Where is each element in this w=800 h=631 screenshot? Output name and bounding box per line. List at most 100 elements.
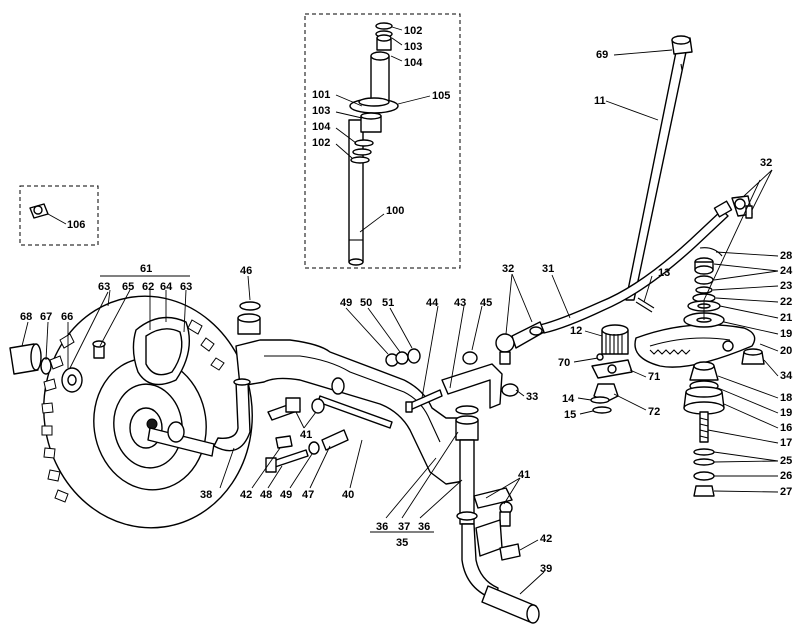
- label-40: 40: [342, 489, 354, 501]
- label-49: 49: [340, 297, 352, 309]
- washer-25-lower: [693, 458, 715, 466]
- label-27: 27: [780, 486, 792, 498]
- label-63: 63: [98, 281, 110, 293]
- washer-14: [590, 396, 610, 404]
- sector-plate-20: [634, 323, 756, 368]
- nut-27: [693, 485, 715, 497]
- label-21: 21: [780, 312, 792, 324]
- spindle-38: [213, 381, 251, 452]
- label-45: 45: [480, 297, 492, 309]
- label-36: 36: [376, 521, 388, 533]
- label-69: 69: [596, 49, 608, 61]
- washer-25-upper: [693, 448, 715, 456]
- axle-pivot-hole: [331, 377, 345, 395]
- pinion-teeth: [605, 334, 623, 354]
- steering-column: 69 11: [594, 35, 693, 301]
- label-72: 72: [648, 406, 660, 418]
- label-19: 19: [780, 407, 792, 419]
- label-15: 15: [564, 409, 576, 421]
- bolt-17: [699, 411, 709, 443]
- label-22: 22: [780, 296, 792, 308]
- label-102: 102: [404, 25, 422, 37]
- label-104: 104: [404, 57, 423, 69]
- label-41: 41: [300, 429, 312, 441]
- label-20: 20: [780, 345, 792, 357]
- washer-49-lower: [308, 441, 320, 455]
- label-100: 100: [386, 205, 404, 217]
- label-65: 65: [122, 281, 134, 293]
- label-103: 103: [312, 105, 330, 117]
- label-103: 103: [404, 41, 422, 53]
- label-26: 26: [780, 470, 792, 482]
- label-47: 47: [302, 489, 314, 501]
- label-42: 42: [240, 489, 252, 501]
- label-25: 25: [780, 455, 792, 467]
- tire-tread: [41, 319, 225, 503]
- label-17: 17: [780, 437, 792, 449]
- label-38: 38: [200, 489, 212, 501]
- label-35: 35: [396, 537, 408, 549]
- steering-column-detail: 102 103 104 105 101 103 104 102 100: [304, 13, 461, 269]
- label-19: 19: [780, 328, 792, 340]
- ball-joint-32-lower: [495, 333, 515, 353]
- nut-42-right: [499, 543, 521, 561]
- label-18: 18: [780, 392, 792, 404]
- spindle-39: [461, 523, 499, 601]
- cotter-pin-28: [699, 247, 723, 257]
- label-44: 44: [426, 297, 439, 309]
- label-67: 67: [40, 311, 52, 323]
- steering-arm-right: [473, 487, 513, 509]
- clip-67: [40, 357, 52, 375]
- nut-24-lower: [694, 275, 714, 285]
- label-34: 34: [780, 370, 793, 382]
- label-23: 23: [780, 280, 792, 292]
- label-41: 41: [518, 469, 530, 481]
- label-105: 105: [432, 90, 450, 102]
- label-37: 37: [398, 521, 410, 533]
- label-51: 51: [382, 297, 394, 309]
- label-12: 12: [570, 325, 582, 337]
- label-32: 32: [760, 157, 772, 169]
- washer-26: [693, 471, 715, 481]
- fitting-detail: 106: [19, 185, 99, 246]
- label-63: 63: [180, 281, 192, 293]
- label-61: 61: [140, 263, 152, 275]
- label-49: 49: [280, 489, 292, 501]
- label-39: 39: [540, 563, 552, 575]
- label-66: 66: [61, 311, 73, 323]
- label-48: 48: [260, 489, 272, 501]
- drag-link: 32 32 31: [495, 157, 773, 365]
- nut-45: [462, 351, 478, 365]
- drag-link-31: [539, 209, 729, 334]
- detail-box-fitting: [19, 185, 99, 246]
- pin-70: [596, 353, 604, 361]
- bracket-43: [441, 363, 503, 409]
- label-31: 31: [542, 263, 554, 275]
- axle-stub: [147, 427, 215, 457]
- label-50: 50: [360, 297, 372, 309]
- label-13: 13: [658, 267, 670, 279]
- label-101: 101: [312, 89, 330, 101]
- label-14: 14: [562, 393, 575, 405]
- label-62: 62: [142, 281, 154, 293]
- label-36: 36: [418, 521, 430, 533]
- label-32: 32: [502, 263, 514, 275]
- label-43: 43: [454, 297, 466, 309]
- front-axle: 33: [200, 265, 552, 624]
- label-46: 46: [240, 265, 252, 277]
- label-16: 16: [780, 422, 792, 434]
- label-33: 33: [526, 391, 538, 403]
- tie-rod-47: [321, 429, 349, 451]
- label-106: 106: [67, 219, 85, 231]
- washer-15: [592, 406, 612, 414]
- label-71: 71: [648, 371, 660, 383]
- nut-51: [407, 348, 421, 364]
- label-102: 102: [312, 137, 330, 149]
- pin-13: [635, 301, 653, 313]
- nut-33: [501, 383, 519, 397]
- detail-box-column: [304, 13, 461, 269]
- label-28: 28: [780, 250, 792, 262]
- label-64: 64: [160, 281, 173, 293]
- washer-50: [395, 351, 409, 365]
